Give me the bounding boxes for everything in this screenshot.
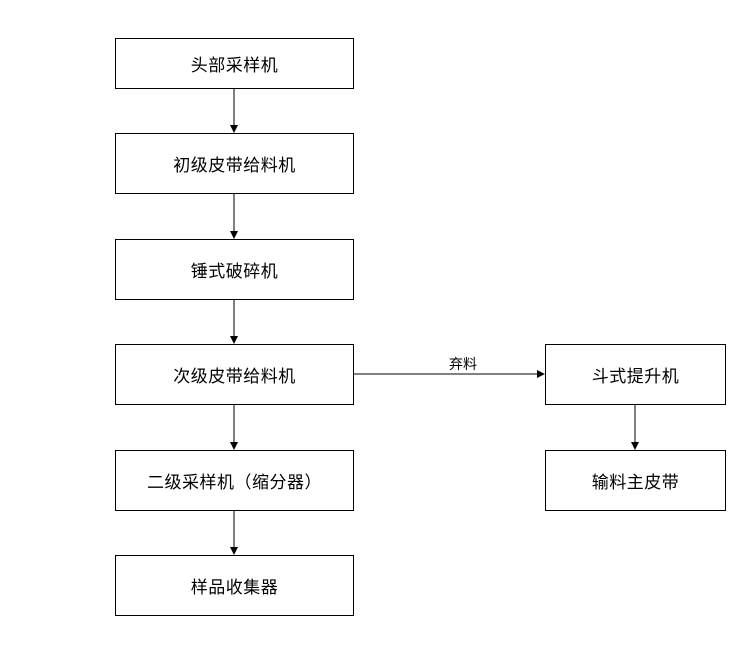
node-secondary-belt-feeder: 次级皮带给料机 [115, 344, 354, 405]
node-bucket-elevator-label: 斗式提升机 [591, 367, 680, 387]
node-primary-belt-feeder: 初级皮带给料机 [115, 133, 354, 194]
node-secondary-belt-feeder-label: 次级皮带给料机 [173, 367, 296, 387]
node-hammer-crusher: 锤式破碎机 [115, 239, 354, 300]
node-main-conveyor-belt: 输料主皮带 [545, 450, 726, 511]
node-primary-belt-feeder-label: 初级皮带给料机 [173, 156, 296, 176]
node-sample-collector: 样品收集器 [115, 555, 354, 616]
node-head-sampler-label: 头部采样机 [190, 56, 279, 76]
node-main-conveyor-belt-label: 输料主皮带 [591, 473, 680, 493]
node-head-sampler: 头部采样机 [115, 38, 354, 89]
node-secondary-sampler: 二级采样机（缩分器） [115, 450, 354, 511]
node-secondary-sampler-label: 二级采样机（缩分器） [147, 473, 322, 493]
node-sample-collector-label: 样品收集器 [190, 578, 279, 598]
discard-edge-label: 弃料 [449, 357, 477, 373]
node-bucket-elevator: 斗式提升机 [545, 344, 726, 405]
node-hammer-crusher-label: 锤式破碎机 [190, 262, 279, 282]
